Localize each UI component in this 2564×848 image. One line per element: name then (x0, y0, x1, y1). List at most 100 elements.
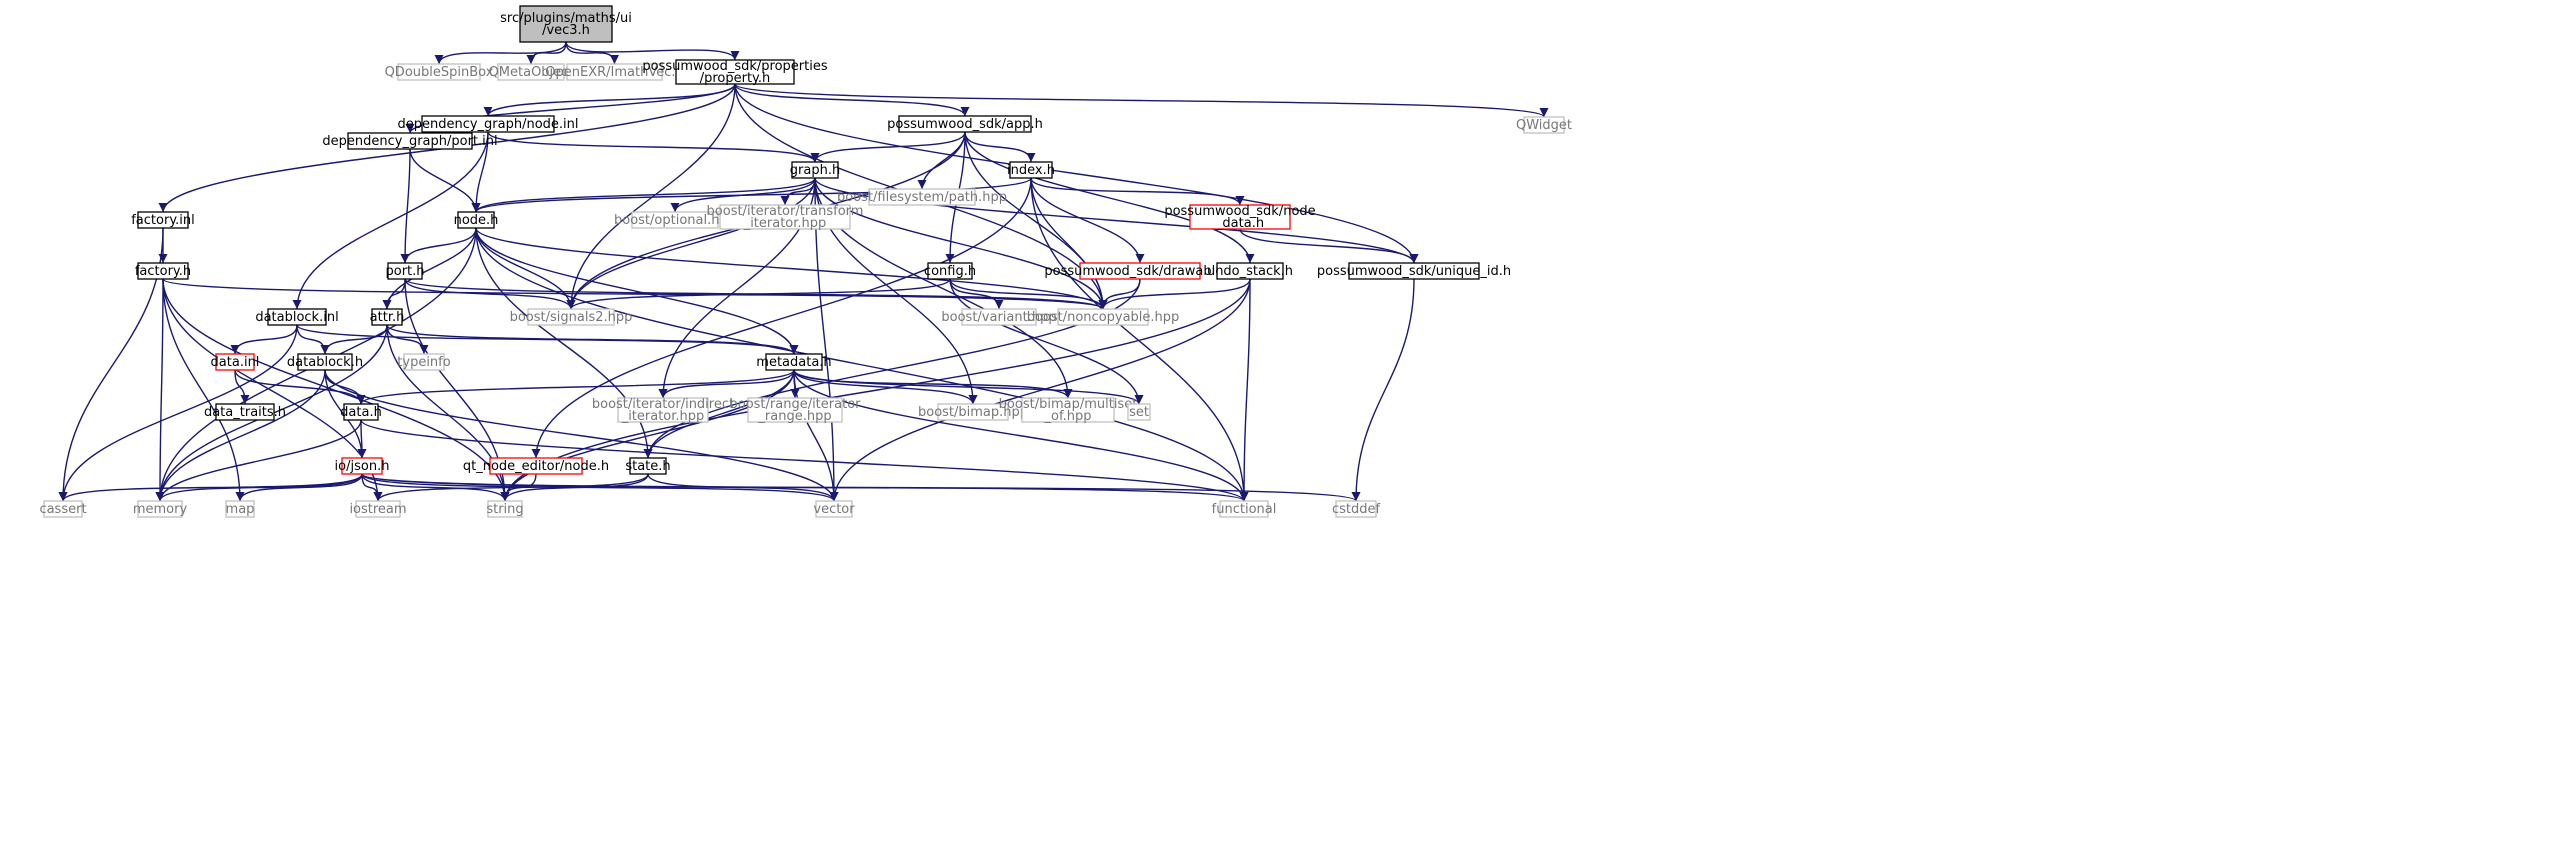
node-signals2: boost/signals2.hpp (510, 308, 632, 326)
edge-attr-to-string (386, 324, 510, 502)
node-index[interactable]: index.h (1007, 161, 1055, 179)
node-box (519, 5, 613, 43)
edge-drawable-to-state (643, 278, 1141, 459)
node-box (225, 500, 255, 518)
node-box (137, 211, 189, 229)
edge-graph-to-node_h (471, 177, 816, 213)
node-data_traits[interactable]: data_traits.h (204, 403, 286, 421)
node-box (815, 500, 853, 518)
node-box (487, 500, 523, 518)
node-box (961, 308, 1037, 326)
node-label: _data.h (1215, 216, 1264, 231)
node-label: string (486, 502, 523, 517)
edge-port_inl-to-node_h (409, 148, 481, 213)
edge-factory_h-to-memory (155, 278, 165, 502)
node-box (937, 403, 1009, 421)
node-label: boost/iterator/transform (707, 204, 864, 219)
node-label: possumwood_sdk/unique_id.h (1317, 264, 1511, 279)
edge-app-to-index (964, 131, 1036, 163)
node-node_inl[interactable]: dependency_graph/node.inl (397, 115, 579, 133)
node-cassert: cassert (39, 500, 87, 518)
node-box (1216, 262, 1284, 280)
node-label: undo_stack.h (1207, 264, 1293, 279)
node-factory_h[interactable]: factory.h (135, 262, 191, 280)
node-label: OpenEXR/ImathVec.h (545, 65, 683, 80)
node-app[interactable]: possumwood_sdk/app.h (887, 115, 1043, 133)
node-string: string (486, 500, 524, 518)
node-qmetaobject: QMetaObject (489, 63, 574, 81)
node-graph[interactable]: graph.h (790, 161, 840, 179)
node-box (765, 353, 823, 371)
node-node_data[interactable]: possumwood_sdk/node_data.h (1164, 204, 1315, 231)
node-label: typeinfo (397, 355, 450, 370)
node-label: boost/range/iterator (729, 397, 861, 412)
edge-config-to-noncopyable (949, 278, 1108, 310)
node-port_inl[interactable]: dependency_graph/port.inl (322, 132, 498, 150)
node-box (347, 132, 473, 150)
node-label: qt_node_editor/node.h (463, 459, 609, 474)
node-label: graph.h (790, 163, 840, 178)
node-label: possumwood_sdk/node (1164, 204, 1315, 219)
node-label: QMetaObject (489, 65, 574, 80)
edge-graph-to-signals2 (566, 177, 816, 310)
node-datablock_inl[interactable]: datablock.inl (255, 308, 339, 326)
node-qwidget: QWidget (1516, 116, 1572, 134)
node-attr[interactable]: attr.h (370, 308, 405, 326)
node-drawable[interactable]: possumwood_sdk/drawable.h (1044, 262, 1236, 280)
edge-metadata-to-functional (793, 369, 1249, 502)
node-label: possumwood_sdk/drawable.h (1044, 264, 1235, 279)
node-metadata[interactable]: metadata.h (756, 353, 832, 371)
node-label: boost/filesystem/path.hpp (837, 190, 1007, 205)
node-data_inl[interactable]: data.inl (211, 353, 260, 371)
edge-attr-to-datablock_h (320, 324, 388, 355)
node-box (215, 353, 255, 371)
edge-app-to-graph (810, 131, 966, 163)
edge-attr-to-typeinfo (386, 324, 429, 355)
node-property[interactable]: possumwood_sdk/properties/property.h (642, 59, 827, 86)
edge-metadata-to-set (793, 369, 1144, 405)
edge-property-to-unique_id (734, 83, 1419, 264)
edge-node_h-to-noncopyable (475, 227, 1108, 310)
edge-metadata-to-data_h (356, 369, 795, 405)
edges-layer (58, 41, 1549, 502)
node-label: boost/variant.hpp (941, 310, 1056, 325)
node-label: factory.h (135, 264, 191, 279)
node-box (1348, 262, 1480, 280)
node-typeinfo: typeinfo (397, 353, 451, 371)
node-label: QWidget (1516, 118, 1572, 133)
node-box (403, 353, 445, 371)
edge-state-to-iostream (373, 473, 649, 502)
node-root[interactable]: src/plugins/maths/ui/vec3.h (500, 5, 632, 43)
edge-json-to-cstddef (361, 473, 1361, 502)
edge-datablock_inl-to-datablock_h (296, 324, 330, 355)
edge-node_h-to-port_h (400, 227, 477, 264)
node-vector: vector (813, 500, 855, 518)
node-qt_node[interactable]: qt_node_editor/node.h (463, 457, 609, 475)
edge-node_h-to-signals2 (475, 227, 576, 310)
node-data_h[interactable]: data.h (340, 403, 382, 421)
node-box (1189, 204, 1291, 230)
node-optional: boost/optional.hpp (614, 211, 736, 229)
node-port_h[interactable]: port.h (385, 262, 425, 280)
node-noncopyable: boost/noncopyable.hpp (1027, 308, 1179, 326)
edge-node_inl-to-datablock_inl (292, 131, 489, 310)
node-unique_id[interactable]: possumwood_sdk/unique_id.h (1317, 262, 1511, 280)
node-factory_inl[interactable]: factory.inl (131, 211, 195, 229)
node-config[interactable]: config.h (924, 262, 976, 280)
node-box (43, 500, 83, 518)
edge-node_h-to-functional (475, 227, 1249, 502)
node-transform_it: boost/iterator/transform_iterator.hpp (707, 204, 864, 231)
node-label: _of.hpp (1044, 409, 1092, 424)
node-node_h[interactable]: node.h (454, 211, 499, 229)
node-datablock_h[interactable]: datablock.h (287, 353, 363, 371)
edge-root-to-property (565, 41, 740, 61)
node-qdoublespinbox: QDoubleSpinBox (385, 63, 494, 81)
edge-json-to-cassert (58, 473, 363, 502)
node-box (1009, 161, 1053, 179)
edge-port_h-to-attr (382, 278, 406, 310)
node-json[interactable]: io/json.h (335, 457, 390, 475)
node-undo[interactable]: undo_stack.h (1207, 262, 1293, 280)
node-state[interactable]: state.h (625, 457, 671, 475)
node-label: boost/bimap.hpp (918, 405, 1028, 420)
node-label: dependency_graph/node.inl (397, 117, 578, 132)
